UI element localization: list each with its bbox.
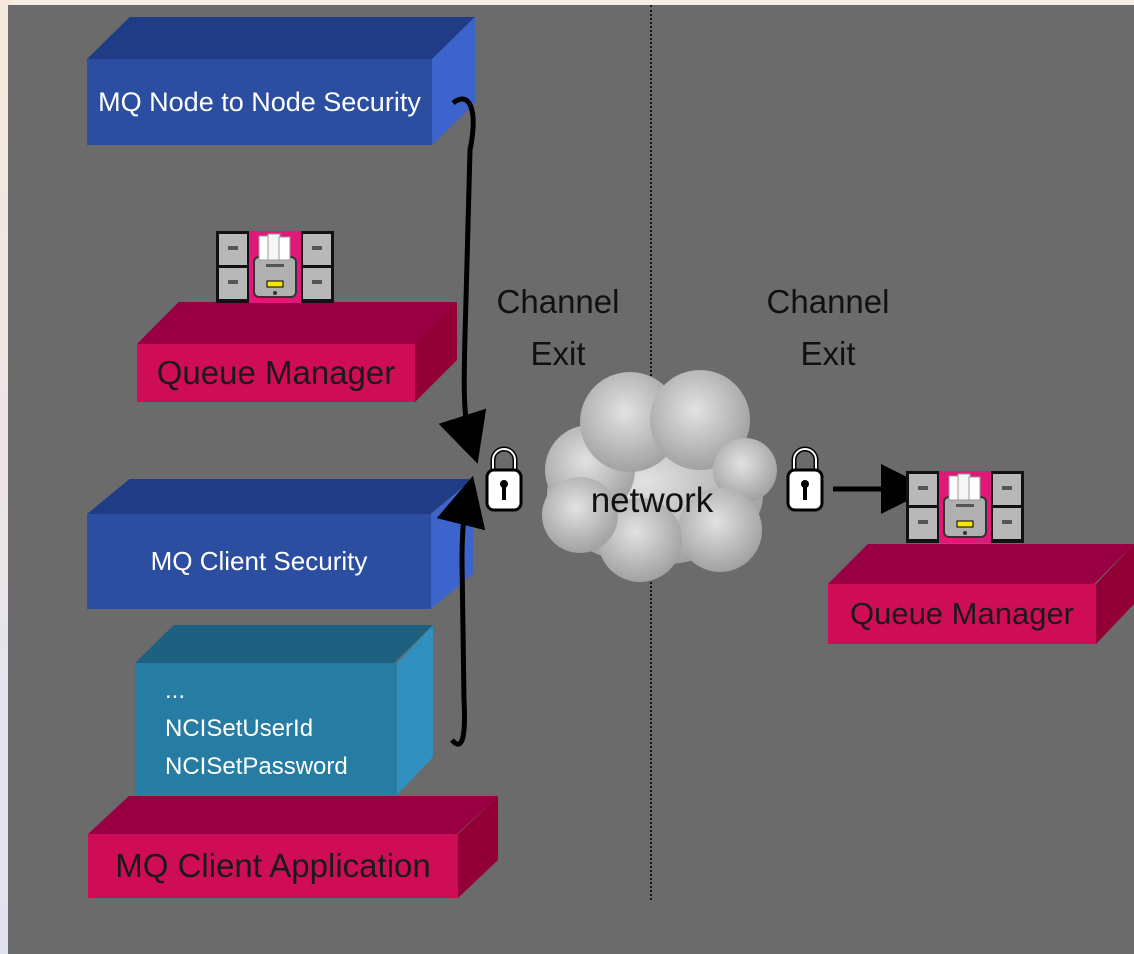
channel-exit-left-label: Channel Exit (496, 283, 620, 372)
filing-cabinet-icon (215, 230, 335, 304)
client-code-line-1: ... (165, 677, 186, 704)
node-security-label: MQ Node to Node Security (87, 59, 432, 145)
client-code-line-2: NCISetUserId (165, 715, 314, 742)
client-security-connector (436, 475, 486, 747)
queue-manager-right-label: Queue Manager (828, 584, 1096, 644)
client-code-line-3: NCISetPassword (165, 753, 348, 780)
padlock-icon (487, 449, 521, 510)
node-security-connector (438, 96, 487, 464)
queue-manager-left-label: Queue Manager (137, 344, 415, 402)
channel-exit-right-label: Channel Exit (766, 283, 890, 372)
cloud-icon (542, 370, 777, 582)
padlock-icon (788, 449, 822, 510)
filing-cabinet-icon (905, 470, 1025, 544)
network-label: network (591, 481, 714, 520)
client-application-label: MQ Client Application (88, 834, 458, 898)
client-security-label: MQ Client Security (87, 514, 431, 609)
